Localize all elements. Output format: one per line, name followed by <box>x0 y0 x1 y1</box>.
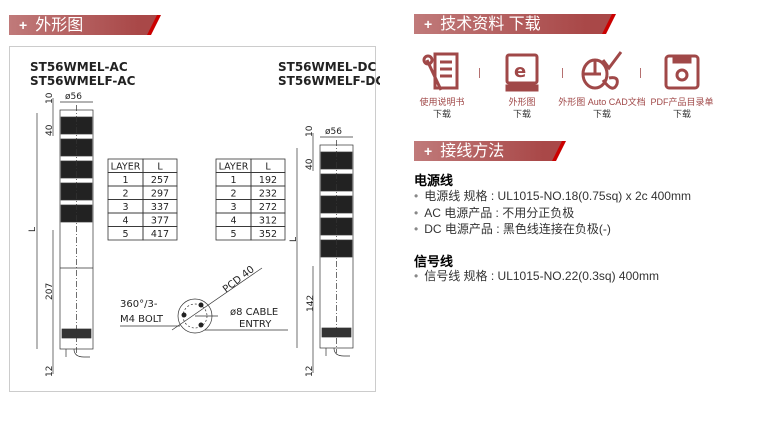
table-cell: 272 <box>259 202 277 213</box>
plus-icon: + <box>424 143 433 159</box>
outline-title: 外形图 <box>35 17 84 34</box>
table-cell: 4 <box>230 216 236 227</box>
bullet-text: DC 电源产品 : 黑色线连接在负极(-) <box>424 222 611 236</box>
download-label: 使用说明书 <box>419 97 465 107</box>
tower-cable <box>325 347 350 357</box>
download-label: PDF产品目录单 <box>650 97 714 107</box>
outline-drawing: ST56WMEL-AC ST56WMELF-AC ST56WMEL-DC ST5… <box>28 60 380 377</box>
bolt-label-2: M4 BOLT <box>120 314 164 325</box>
download-label: 外形图 <box>508 97 536 107</box>
cable-label-2: ENTRY <box>239 319 272 330</box>
table-cell: 192 <box>259 175 277 186</box>
tower-cable <box>65 348 90 358</box>
table-cell: 1 <box>230 175 236 186</box>
power-bullet: •电源线 规格 : UL1015-NO.18(0.75sq) x 2c 400m… <box>414 189 691 203</box>
ac-model-1: ST56WMEL-AC <box>30 60 128 74</box>
separator <box>562 68 563 78</box>
table-header: LAYER <box>111 162 141 173</box>
download-header: + 技术资料 下载 <box>414 14 616 34</box>
table-cell: 3 <box>230 202 236 213</box>
cad-icon <box>581 51 623 90</box>
dc-dia-label: ø56 <box>325 127 342 137</box>
monitor-icon: e <box>505 53 539 92</box>
table-cell: 5 <box>230 229 236 240</box>
download-label: 外形图 Auto CAD文档 <box>558 97 646 107</box>
cable-label-1: ø8 CABLE <box>230 307 278 318</box>
power-bullet: •DC 电源产品 : 黑色线连接在负极(-) <box>414 222 611 236</box>
table-cell: 4 <box>122 216 128 227</box>
download-sub: 下载 <box>672 109 691 119</box>
separator <box>479 68 480 78</box>
table-cell: 232 <box>259 189 277 200</box>
download-sub: 下载 <box>592 109 611 119</box>
download-outline[interactable]: e 外形图下载 <box>487 50 557 120</box>
dc-bottom-label: 12 <box>305 366 315 377</box>
table-cell: 2 <box>122 189 128 200</box>
table-cell: 5 <box>122 229 128 240</box>
plus-icon: + <box>19 17 28 33</box>
table-header: L <box>265 162 271 173</box>
dc-layer-label: 40 <box>305 158 315 170</box>
dc-model-2: ST56WMELF-DC <box>278 74 380 88</box>
ac-body-label: 207 <box>45 283 55 300</box>
signal-heading: 信号线 <box>414 254 454 269</box>
bolt-label-1: 360°/3- <box>120 299 158 310</box>
download-title: 技术资料 下载 <box>440 16 541 33</box>
download-sub: 下载 <box>512 109 531 119</box>
table-cell: 2 <box>230 189 236 200</box>
power-bullet: •AC 电源产品 : 不用分正负极 <box>414 206 575 220</box>
download-cad[interactable]: 外形图 Auto CAD文档下载 <box>556 50 648 120</box>
ac-model-2: ST56WMELF-AC <box>30 74 136 88</box>
pcd-label: PCD 40 <box>221 264 257 295</box>
table-cell: 312 <box>259 216 277 227</box>
table-cell: 3 <box>122 202 128 213</box>
download-pdf[interactable]: PDF产品目录单下载 <box>647 50 717 120</box>
svg-text:e: e <box>514 61 526 82</box>
table-cell: 377 <box>151 216 169 227</box>
download-sub: 下载 <box>432 109 451 119</box>
table-cell: 417 <box>151 229 169 240</box>
ac-top-label: 10 <box>45 92 55 104</box>
table-header: L <box>157 162 163 173</box>
ac-layer-label: 40 <box>45 124 55 136</box>
dc-model-1: ST56WMEL-DC <box>278 60 376 74</box>
power-heading: 电源线 <box>414 173 454 188</box>
bullet-text: 信号线 规格 : UL1015-NO.22(0.3sq) 400mm <box>424 269 659 283</box>
bullet-text: AC 电源产品 : 不用分正负极 <box>424 206 575 220</box>
download-manual[interactable]: 使用说明书下载 <box>407 50 477 120</box>
wiring-title: 接线方法 <box>440 143 505 160</box>
table-header: LAYER <box>219 162 249 173</box>
bullet-text: 电源线 规格 : UL1015-NO.18(0.75sq) x 2c 400mm <box>424 189 691 203</box>
plus-icon: + <box>424 16 433 32</box>
dc-L-label: L <box>289 237 299 242</box>
outline-header: + 外形图 <box>9 15 161 35</box>
table-cell: 1 <box>122 175 128 186</box>
dc-top-label: 10 <box>305 125 315 137</box>
table-cell: 257 <box>151 175 169 186</box>
disk-icon <box>664 54 700 90</box>
manual-icon <box>422 52 459 91</box>
table-cell: 352 <box>259 229 277 240</box>
signal-bullet: •信号线 规格 : UL1015-NO.22(0.3sq) 400mm <box>414 269 659 283</box>
ac-bottom-label: 12 <box>45 366 55 377</box>
dc-body-label: 142 <box>306 295 316 312</box>
table-cell: 297 <box>151 189 169 200</box>
ac-dia-label: ø56 <box>65 92 82 102</box>
table-cell: 337 <box>151 202 169 213</box>
ac-L-label: L <box>28 227 38 232</box>
separator <box>640 68 641 78</box>
wiring-header: + 接线方法 <box>414 141 566 161</box>
